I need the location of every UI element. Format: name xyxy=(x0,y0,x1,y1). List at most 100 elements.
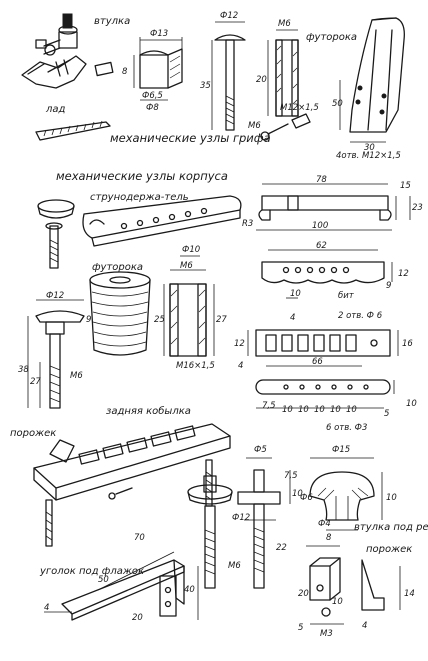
dim-n4b: 4 xyxy=(238,361,243,371)
stud-bolt-section xyxy=(27,299,85,409)
dim-n10a: 10 xyxy=(290,289,301,299)
dim-n10h: 10 xyxy=(292,489,303,499)
dim-n8b: 8 xyxy=(326,533,332,543)
body-ferrule-drawing xyxy=(89,271,151,356)
dim-n5b: 5 xyxy=(298,623,303,633)
strap-button-drawing xyxy=(309,457,383,531)
dim-d4: Ф4 xyxy=(318,519,331,529)
bridge-post-section xyxy=(237,457,291,589)
section-title-body: механические узлы корпуса xyxy=(56,169,228,183)
label-otv-m12: 4отв. М12×1,5 xyxy=(336,151,401,161)
dim-n30: 30 xyxy=(364,143,375,153)
bridge-side-view xyxy=(261,249,393,299)
bridge-base-plate xyxy=(255,379,395,409)
dim-n22: 22 xyxy=(276,543,287,553)
stud-bolt-drawing xyxy=(37,199,75,269)
dim-n10g: 10 xyxy=(406,399,417,409)
label-futorka-neck: футорока xyxy=(306,32,357,43)
dim-d5: Ф5 xyxy=(254,445,267,455)
dim-n38: 38 xyxy=(18,365,29,375)
dim-n16: 16 xyxy=(402,339,413,349)
dim-n12a: 12 xyxy=(398,269,409,279)
label-otv-d3: 6 отв. Ф3 xyxy=(326,423,367,433)
dim-m3: М3 xyxy=(320,629,333,639)
label-ugolok: уголок под флажок xyxy=(39,566,144,577)
dim-n10i: 10 xyxy=(386,493,397,503)
label-lad: лад xyxy=(45,104,66,115)
dim-n20b: 20 xyxy=(132,613,143,623)
section-title-neck: механические узлы грифа xyxy=(110,131,271,145)
tailpiece-top-view xyxy=(256,183,411,231)
dim-n23: 23 xyxy=(412,203,423,213)
label-bit: бит xyxy=(338,291,355,301)
dim-n50: 50 xyxy=(332,99,343,109)
fret-bar-drawing xyxy=(35,120,111,141)
neck-ferrule-drawing xyxy=(267,29,299,117)
neck-screw-drawing xyxy=(211,21,246,131)
dim-n10f: 10 xyxy=(346,405,357,415)
dim-m6b: М6 xyxy=(248,121,261,131)
dim-n27a: 27 xyxy=(216,315,227,325)
label-r3: R3 xyxy=(242,219,253,229)
dim-n10j: 10 xyxy=(332,597,343,607)
dim-n9a: 9 xyxy=(386,281,391,291)
dim-n12b: 12 xyxy=(234,339,245,349)
dim-n9b: 9 xyxy=(86,315,91,325)
dim-n70: 70 xyxy=(134,533,145,543)
label-porozhek-left: порожек xyxy=(10,428,56,439)
nut-drawing xyxy=(306,545,401,625)
dim-n78: 78 xyxy=(316,175,327,185)
label-zadnyaya-kobylka: задняя кобылка xyxy=(106,405,191,417)
dim-d65: Ф6,5 xyxy=(142,91,163,101)
dim-d12a: Ф12 xyxy=(220,11,238,21)
label-otv-d6: 2 отв. Ф 6 xyxy=(338,311,383,321)
dim-n10b: 10 xyxy=(282,405,293,415)
dim-n15a: 15 xyxy=(400,181,411,191)
dim-n40: 40 xyxy=(184,585,195,595)
dim-n66: 66 xyxy=(312,357,323,367)
dim-n20c: 20 xyxy=(298,589,309,599)
dim-d12b: Ф12 xyxy=(46,291,64,301)
dim-n35: 35 xyxy=(200,81,211,91)
label-strunoderzhatel: струнодержа-тель xyxy=(90,192,189,203)
dim-n4a: 4 xyxy=(290,313,295,323)
rear-bridge-drawing xyxy=(33,423,231,547)
tuning-peg-assembly xyxy=(21,13,114,89)
dim-n10c: 10 xyxy=(298,405,309,415)
dim-d10: Ф10 xyxy=(182,245,200,255)
dim-n50b: 50 xyxy=(98,575,109,585)
dim-n27b: 27 xyxy=(30,377,41,387)
label-futorka-body: футорока xyxy=(92,262,143,273)
dim-n8: 8 xyxy=(122,67,128,77)
flag-bracket-drawing xyxy=(44,551,199,621)
dim-m12a: М12×1,5 xyxy=(280,103,319,113)
dim-d15: Ф15 xyxy=(332,445,350,455)
label-vtulka: втулка xyxy=(94,16,130,27)
dim-n62: 62 xyxy=(316,241,327,251)
bridge-slotted-plan xyxy=(247,329,399,367)
tailpiece-drawing xyxy=(82,195,242,247)
dim-n75b: 7,5 xyxy=(284,471,298,481)
headstock-drawing xyxy=(339,17,405,143)
dim-d13: Ф13 xyxy=(150,29,168,39)
dim-d12c: Ф12 xyxy=(232,513,250,523)
small-screw-and-nut xyxy=(260,113,311,141)
dim-n10e: 10 xyxy=(330,405,341,415)
label-vtulka-remen: втулка под ремень xyxy=(354,522,428,533)
body-ferrule-section xyxy=(163,255,215,357)
dim-m6c: М6 xyxy=(180,261,193,271)
dim-d6: Ф6 xyxy=(300,493,313,503)
label-porozhek-right: порожек xyxy=(366,544,412,555)
dim-n5: 5 xyxy=(384,409,389,419)
dim-m6a: М6 xyxy=(278,19,291,29)
dim-m16: М16×1,5 xyxy=(176,361,215,371)
bridge-post-drawing xyxy=(187,475,233,589)
dim-n14: 14 xyxy=(404,589,415,599)
neck-bushing-drawing xyxy=(133,37,183,101)
dim-n20a: 20 xyxy=(256,75,267,85)
dim-d8: Ф8 xyxy=(146,103,159,113)
dim-n4c: 4 xyxy=(44,603,49,613)
dim-n75: 7,5 xyxy=(262,401,276,411)
dim-n4d: 4 xyxy=(362,621,367,631)
